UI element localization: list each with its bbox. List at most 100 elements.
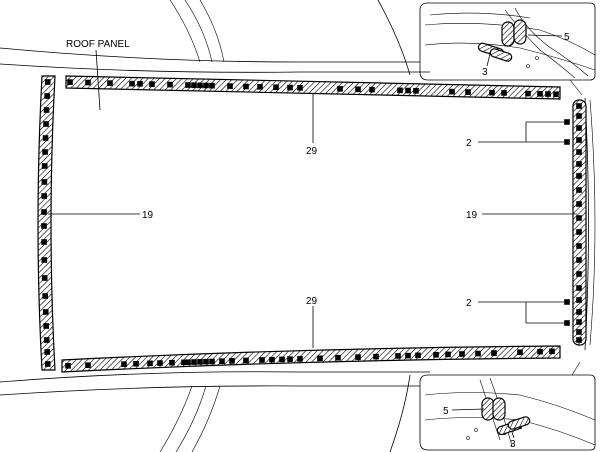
roof-panel-label: ROOF PANEL xyxy=(66,39,130,50)
left-strip-dot xyxy=(43,323,49,329)
rear-strip-dot xyxy=(169,359,175,366)
rear-strip-dot xyxy=(121,361,127,367)
rear-strip-dot xyxy=(459,351,465,357)
left-strip-dot xyxy=(41,239,47,245)
rear-strip-dot xyxy=(445,351,451,358)
left-roof-strip xyxy=(37,75,56,371)
rear-strip-dot xyxy=(335,354,341,361)
rear-strip-dot xyxy=(191,359,197,365)
rear-strip-dot xyxy=(147,360,153,367)
front-strip-dot xyxy=(525,90,531,97)
rear-strip-dot xyxy=(181,359,187,366)
rear-strip-dot xyxy=(491,350,497,356)
right-strip-dot xyxy=(576,187,582,193)
left-strip-dot xyxy=(43,107,50,113)
rear-strip-dot xyxy=(203,358,209,365)
right-strip-dot xyxy=(576,201,582,207)
right-strip-dot xyxy=(576,319,582,325)
rear-strip-dot xyxy=(243,357,249,364)
bottom-inset-callout-a: 5 xyxy=(443,406,449,417)
front-strip-dot xyxy=(465,89,471,95)
front-strip-dot xyxy=(297,85,303,91)
sealer-strips xyxy=(37,75,587,373)
rear-strip-dot xyxy=(415,352,421,359)
front-strip-dot xyxy=(545,91,551,97)
left-strip-dot xyxy=(44,93,50,99)
right-strip-dot xyxy=(576,257,582,263)
right-strip-dot xyxy=(576,309,582,315)
rear-roof-strip xyxy=(61,345,561,373)
front-strip-dot xyxy=(185,82,191,88)
top-inset-callout-b: 3 xyxy=(482,67,488,78)
left-strip-dot xyxy=(41,179,48,185)
rear-strip-dot xyxy=(229,358,235,364)
left-strip-dot xyxy=(41,275,48,281)
rear-strip-dot xyxy=(405,352,411,359)
left-strip-dot xyxy=(42,149,48,155)
front-strip-dot xyxy=(209,82,215,89)
front-strip-dot xyxy=(537,91,543,97)
rear-strip-dot xyxy=(259,357,265,363)
rear-strip-dot xyxy=(85,362,91,369)
rear-strip-dot xyxy=(209,358,215,365)
rear-strip-dot xyxy=(433,351,439,358)
left-strip-dot xyxy=(44,79,51,85)
rear-strip-dot xyxy=(185,359,191,366)
rear-strip-dot xyxy=(517,349,523,356)
rear-strip-dot xyxy=(133,360,139,367)
front-strip-dot xyxy=(405,87,411,94)
right-roof-strip xyxy=(572,99,587,346)
rear-strip-label: 29 xyxy=(306,296,318,307)
detail-inset-top xyxy=(419,2,596,96)
left-strip-dot xyxy=(41,209,47,215)
front-roof-strip xyxy=(65,75,561,100)
right-strip-dot xyxy=(576,103,582,109)
rear-strip-dot xyxy=(537,348,543,355)
front-strip-dot xyxy=(67,79,73,85)
front-strip-dot xyxy=(137,81,143,87)
rear-strip-dot xyxy=(287,356,293,362)
front-strip-dot xyxy=(149,81,155,87)
rear-strip-dot xyxy=(395,353,401,359)
right-marker-bottom-label: 2 xyxy=(466,298,472,309)
left-strip-dot xyxy=(41,223,47,229)
right-strip-dot xyxy=(576,285,582,291)
front-strip-dot xyxy=(553,91,559,98)
front-strip-dot xyxy=(397,87,403,94)
rear-strip-dot xyxy=(297,356,303,362)
rear-strip-dot xyxy=(157,360,163,366)
front-strip-dot xyxy=(337,86,343,92)
front-strip-dot xyxy=(273,84,279,91)
right-strip-dot xyxy=(576,173,582,179)
front-strip-dot xyxy=(129,80,135,87)
front-strip-dot xyxy=(197,82,203,89)
front-strip-dot xyxy=(257,84,263,90)
right-strip-dot xyxy=(576,297,582,303)
front-strip-label: 29 xyxy=(306,146,318,157)
front-strip-dot xyxy=(449,88,455,95)
rear-strip-dot xyxy=(279,356,285,363)
bottom-inset-callout-b: 3 xyxy=(510,439,516,450)
left-strip-dot xyxy=(42,309,49,315)
rear-strip-dot xyxy=(219,358,225,364)
rear-strip-dot xyxy=(197,359,203,365)
left-strip-dot xyxy=(42,293,48,299)
left-strip-dot xyxy=(41,257,48,263)
left-strip-dot xyxy=(41,163,48,169)
front-strip-dot xyxy=(107,80,113,86)
front-strip-dot xyxy=(227,83,233,89)
right-strip-dot xyxy=(576,229,582,235)
right-strip-dot xyxy=(576,329,582,335)
front-strip-dot xyxy=(501,90,507,96)
front-strip-dot xyxy=(413,87,419,94)
right-strip-dot xyxy=(576,337,582,343)
front-strip-dot xyxy=(355,86,361,93)
right-strip-label: 19 xyxy=(466,210,478,221)
detail-inset-bottom xyxy=(419,361,596,451)
front-strip-dot xyxy=(369,86,375,93)
right-strip-dot xyxy=(576,137,582,143)
rear-strip-dot xyxy=(269,356,275,363)
left-strip-dot xyxy=(44,349,51,355)
